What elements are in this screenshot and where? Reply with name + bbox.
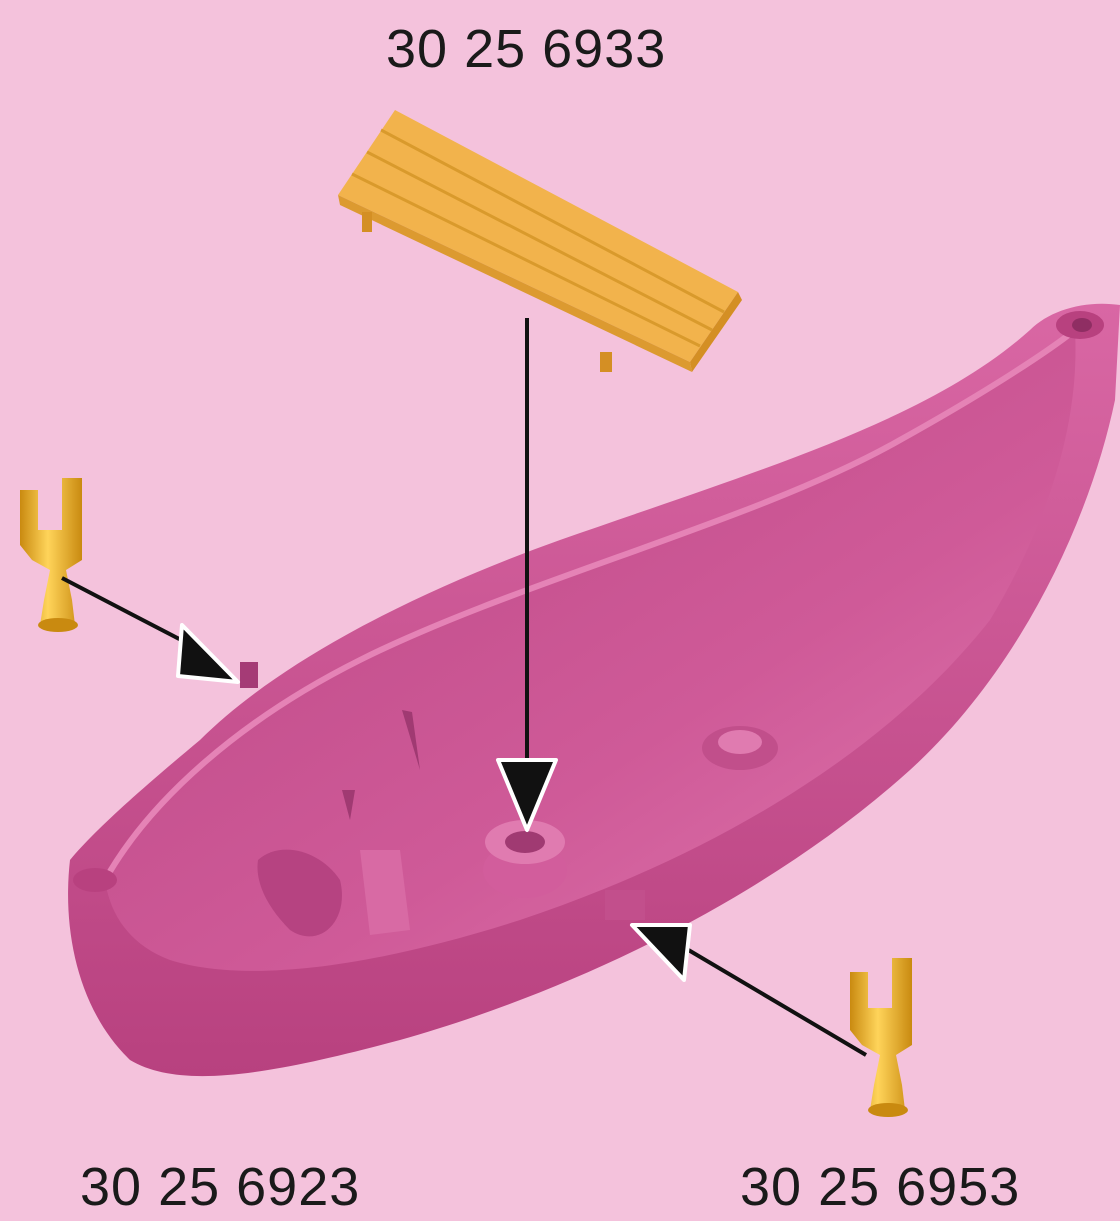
part-number-left-holder: 30 25 6923 xyxy=(80,1160,360,1214)
part-number-right-holder: 30 25 6953 xyxy=(740,1160,1020,1214)
part-number-seat: 30 25 6933 xyxy=(386,22,666,76)
